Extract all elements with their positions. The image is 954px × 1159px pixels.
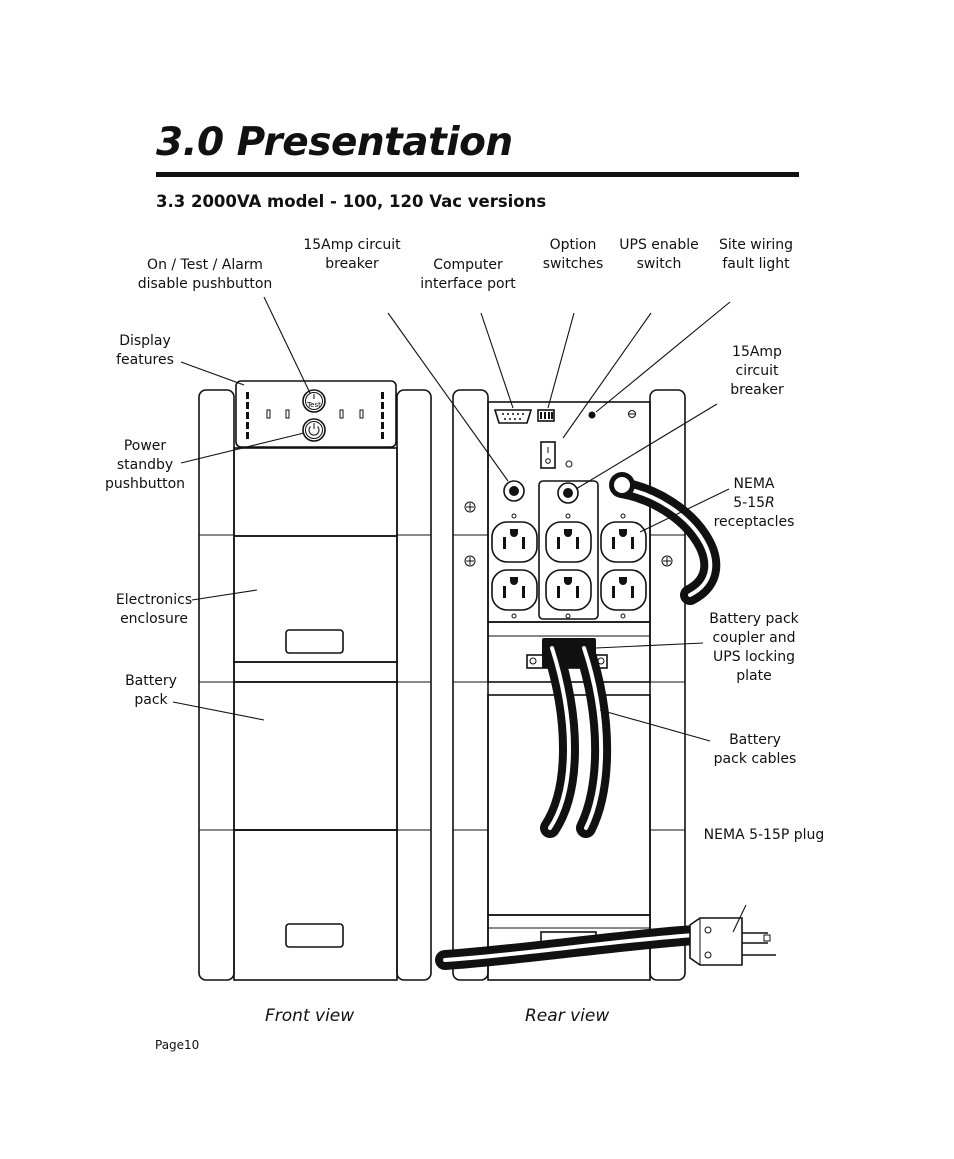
power-standby-button[interactable] [302, 418, 326, 442]
label-breaker-top: 15Amp circuit breaker [303, 237, 401, 272]
battery-pack-panel [233, 681, 398, 831]
site-wiring-fault-light [588, 411, 596, 419]
section-title: 3.3 2000VA model - 100, 120 Vac versions [156, 192, 547, 211]
label-breaker-right: 15Amp circuit breaker [730, 344, 784, 398]
receptacle[interactable] [491, 569, 538, 611]
label-coupler: Battery pack coupler and UPS locking pla… [709, 611, 799, 684]
front-panel-upper [233, 447, 398, 537]
label-option-switches: Option switches [542, 237, 604, 272]
label-electronics: Electronics enclosure [115, 592, 193, 627]
label-battery-pack: Battery pack [125, 673, 177, 708]
rear-view-label: Rear view [525, 1006, 610, 1026]
leader-lines [172, 296, 747, 933]
display-panel [235, 380, 397, 448]
rear-left-rail [452, 389, 489, 981]
receptacle[interactable] [600, 569, 647, 611]
ups-enable-switch[interactable] [540, 441, 556, 469]
power-icon [308, 426, 320, 436]
front-right-rail [396, 389, 432, 981]
receptacle[interactable] [600, 521, 647, 563]
label-display-features: Display features [116, 333, 174, 368]
front-handle-upper [285, 629, 344, 654]
chapter-title: 3.0 Presentation [156, 120, 513, 165]
computer-interface-port[interactable] [493, 409, 533, 424]
receptacle[interactable] [545, 569, 592, 611]
receptacle[interactable] [491, 521, 538, 563]
front-handle-lower [285, 923, 344, 948]
front-view-label: Front view [265, 1006, 355, 1026]
label-power-standby: Power standby pushbutton [104, 438, 186, 492]
label-nema-plug: NEMA 5-15P plug [703, 827, 825, 843]
label-computer-port: Computer interface port [420, 257, 516, 292]
nema-receptacles [491, 513, 647, 619]
label-battery-cables: Battery pack cables [713, 732, 797, 767]
front-left-rail [198, 389, 235, 981]
test-button-label: Test [306, 401, 321, 409]
rear-view-drawing [435, 389, 776, 981]
label-ups-enable: UPS enable switch [619, 237, 699, 272]
page-number: Page10 [155, 1038, 200, 1052]
test-pushbutton[interactable] [302, 389, 326, 413]
nema-5-15p-plug [689, 917, 743, 966]
display-led-bars [246, 392, 384, 439]
front-view-drawing: Test [198, 380, 432, 981]
label-site-wiring: Site wiring fault light [718, 237, 794, 272]
rear-right-rail [649, 389, 686, 981]
title-rule [156, 172, 799, 177]
label-on-test-alarm: On / Test / Alarm disable pushbutton [137, 257, 273, 292]
receptacle[interactable] [545, 521, 592, 563]
electronics-enclosure-panel [233, 535, 398, 663]
